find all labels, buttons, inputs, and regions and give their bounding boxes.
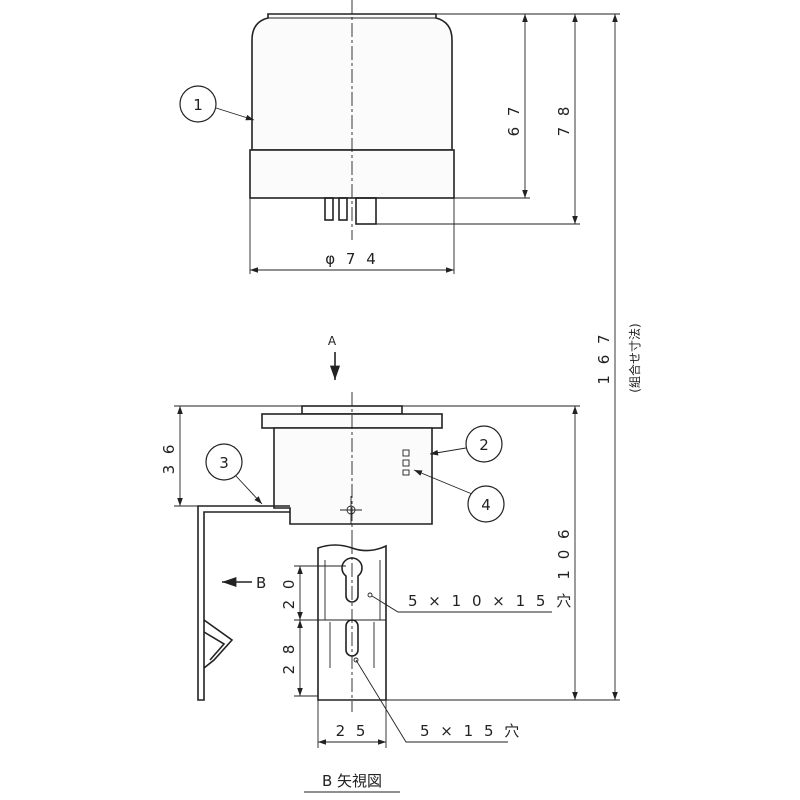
arrow-a-label: A xyxy=(328,334,337,348)
connector-pin xyxy=(355,197,377,225)
dim-78: 7 8 xyxy=(555,104,573,137)
balloon-2 xyxy=(465,425,503,463)
terminal-mark xyxy=(402,449,410,476)
dim-106: 1 0 6 xyxy=(555,526,573,579)
balloon-1 xyxy=(179,85,217,123)
dimensions: 6 7 7 8 1 6 7 (組合せ寸法) φ 7 4 3 6 1 0 6 2 … xyxy=(160,13,642,748)
arrow-b-label: B xyxy=(256,574,266,592)
bracket-spring-clip xyxy=(203,619,234,669)
dim-25: 2 5 xyxy=(336,722,369,740)
caption-text: B 矢視図 xyxy=(322,772,382,790)
sensor-base-body xyxy=(273,427,433,525)
view-caption: B 矢視図 xyxy=(304,772,400,793)
svg-text:2: 2 xyxy=(479,436,489,454)
dim-167-note: (組合せ寸法) xyxy=(627,323,642,392)
side-view: A xyxy=(197,334,443,701)
connector-pin xyxy=(324,197,334,221)
svg-text:4: 4 xyxy=(481,496,491,514)
screw-mark xyxy=(340,496,362,524)
balloon-3 xyxy=(205,443,243,481)
balloon-4 xyxy=(467,485,505,523)
dim-36: 3 6 xyxy=(160,442,178,475)
connector-pin xyxy=(338,197,348,221)
dim-67: 6 7 xyxy=(505,104,523,137)
mounting-bracket xyxy=(197,505,290,701)
leader-upper-hole xyxy=(371,595,552,613)
svg-text:1: 1 xyxy=(193,96,203,114)
hole-upper-label: 5 × 1 0 × 1 5 穴 xyxy=(408,592,574,610)
keyhole-slot xyxy=(341,557,363,603)
svg-text:3: 3 xyxy=(219,454,229,472)
dim-28: 2 8 xyxy=(280,642,298,675)
hole-lower-label: 5 × 1 5 穴 xyxy=(420,722,522,740)
dim-167: 1 6 7 xyxy=(595,331,613,384)
leader-lower-hole xyxy=(355,659,508,743)
hole-callouts: 5 × 1 0 × 1 5 穴 5 × 1 5 穴 xyxy=(353,592,574,743)
top-view xyxy=(249,0,455,240)
dim-20: 2 0 xyxy=(280,577,298,610)
dim-dia74: φ 7 4 xyxy=(325,250,379,268)
balloons: 1 2 3 4 xyxy=(179,85,505,523)
